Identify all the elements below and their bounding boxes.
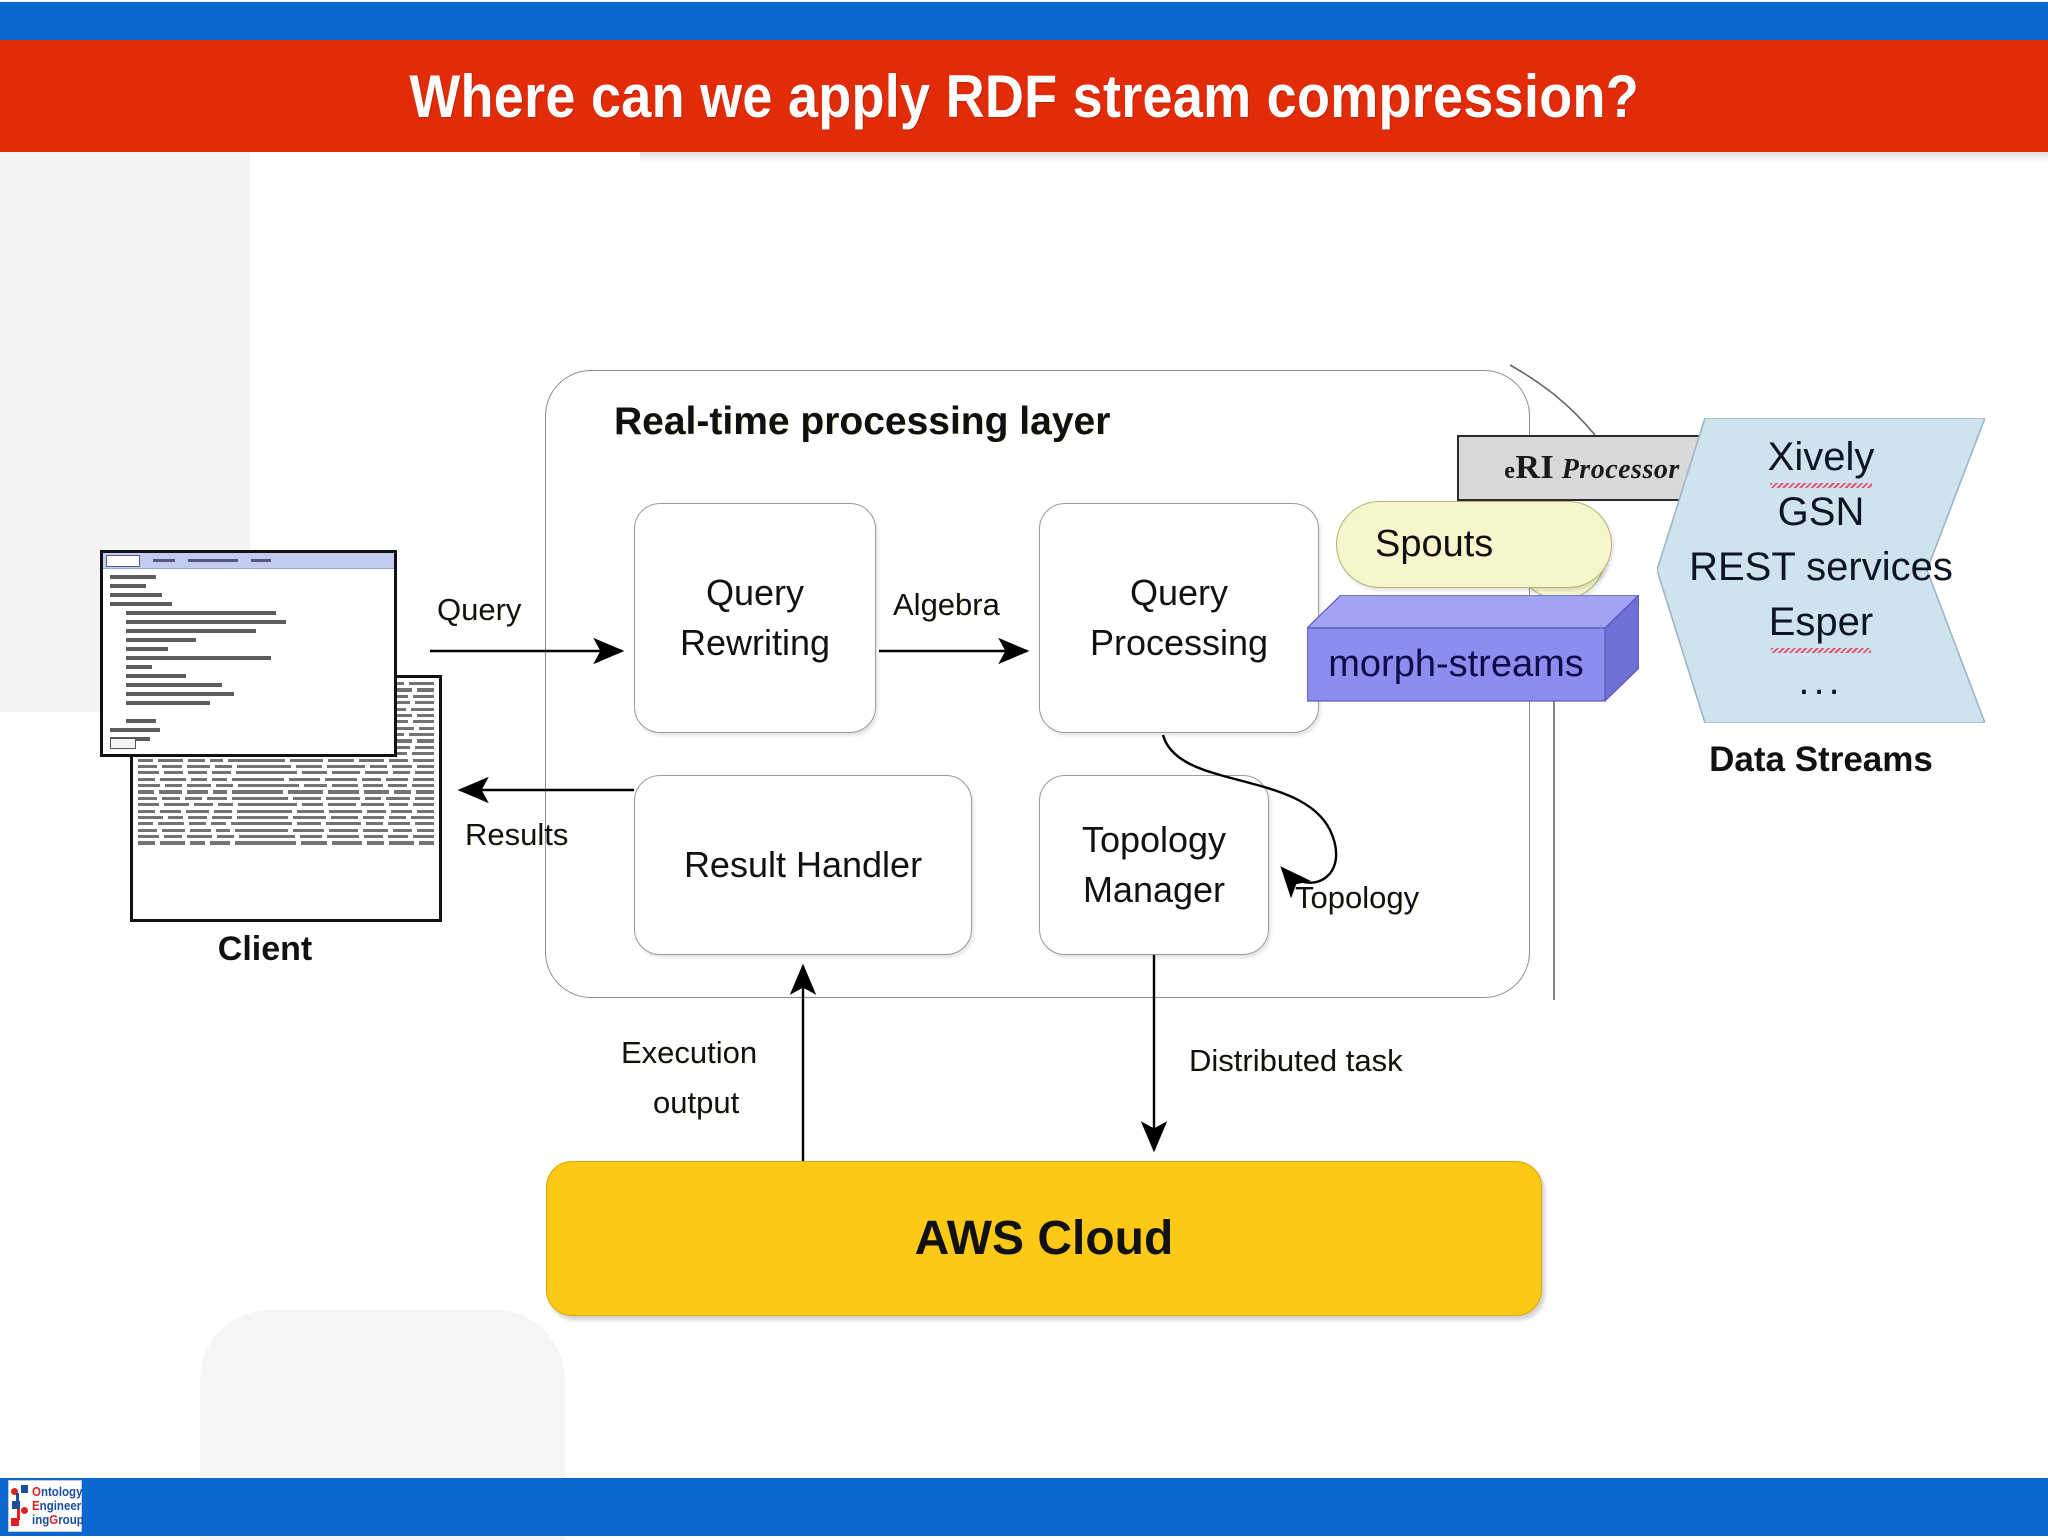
header-blue-band <box>0 2 2048 40</box>
aws-cloud-box[interactable]: AWS Cloud <box>546 1161 1542 1316</box>
data-streams-item-esper: Esper <box>1769 595 1873 653</box>
oeg-line2-cap: E <box>32 1499 40 1513</box>
result-handler-box[interactable]: Result Handler <box>634 775 972 955</box>
client-window-titlebar <box>103 553 394 569</box>
spouts-capsule[interactable]: Spouts <box>1336 501 1612 588</box>
data-streams-item-rest-services: REST services <box>1689 545 1953 589</box>
query-processing-line2: Processing <box>1089 622 1269 663</box>
oeg-line3-cap: G <box>49 1513 59 1527</box>
client-menu-item[interactable] <box>188 559 238 562</box>
oeg-line2-rest: ngineer <box>39 1499 82 1513</box>
data-streams-shape <box>1657 418 1985 723</box>
data-streams-chevron: Xively GSN REST services Esper ... <box>1657 418 1985 723</box>
oeg-line1-rest: ntology <box>40 1485 83 1499</box>
client-code-area <box>103 569 394 752</box>
eri-processor-word: Processor <box>1561 454 1680 485</box>
page-title: Where can we apply RDF stream compressio… <box>409 62 1639 130</box>
result-handler-label: Result Handler <box>683 844 923 885</box>
title-bar: Where can we apply RDF stream compressio… <box>0 40 2048 152</box>
real-time-processing-layer-title: Real-time processing layer <box>614 400 1111 443</box>
client-query-window <box>100 550 397 757</box>
oeg-logo-mark-icon <box>11 1485 29 1527</box>
query-rewriting-line2: Rewriting <box>679 622 831 663</box>
morph-streams-3d-shape <box>1305 593 1641 703</box>
eri-r: R <box>1515 449 1541 486</box>
query-processing-line1: Query <box>1129 572 1229 613</box>
client-menu-item[interactable] <box>251 559 271 562</box>
spouts-label: Spouts <box>1375 523 1494 565</box>
client-app-icon <box>106 554 140 567</box>
data-streams-ellipsis: ... <box>1798 659 1844 703</box>
client-run-button[interactable] <box>110 738 136 749</box>
data-streams-label: Data Streams <box>1709 740 1933 779</box>
title-bar-shadow <box>640 152 2048 162</box>
edge-label-execution-output-line1: Execution <box>621 1035 758 1070</box>
edge-label-algebra: Algebra <box>893 587 1000 622</box>
topology-manager-line1: Topology <box>1081 819 1227 860</box>
morph-streams-box[interactable]: morph-streams <box>1305 593 1641 715</box>
eri-e: e <box>1504 458 1516 484</box>
edge-label-topology: Topology <box>1295 880 1420 915</box>
oeg-logo-text: Ontology Engineer ingGroup <box>32 1485 84 1527</box>
oeg-line3-rest: roup <box>58 1513 84 1527</box>
aws-cloud-label: AWS Cloud <box>914 1212 1174 1265</box>
eri-i: I <box>1540 449 1555 486</box>
edge-label-query: Query <box>437 592 522 627</box>
topology-manager-line2: Manager <box>1082 869 1226 910</box>
client-label: Client <box>217 930 313 968</box>
data-streams-item-gsn: GSN <box>1777 490 1865 534</box>
client-menu-item[interactable] <box>153 559 175 562</box>
topology-manager-box[interactable]: Topology Manager <box>1039 775 1269 955</box>
oeg-line3-pre: ing <box>32 1513 50 1527</box>
query-rewriting-line1: Query <box>705 572 805 613</box>
morph-streams-label: morph-streams <box>1328 643 1584 685</box>
data-streams-items: Xively GSN REST services Esper ... <box>1657 418 1985 723</box>
edge-label-results: Results <box>465 817 569 852</box>
background-decoration-top-secondary <box>0 152 190 512</box>
edge-label-distributed-task: Distributed task <box>1189 1043 1403 1078</box>
query-processing-box[interactable]: Query Processing <box>1039 503 1319 733</box>
data-streams-item-xively: Xively <box>1768 430 1874 488</box>
footer-blue-band <box>0 1478 2048 1536</box>
edge-label-execution-output-line2: output <box>653 1085 740 1120</box>
ontology-engineering-group-logo: Ontology Engineer ingGroup <box>8 1480 84 1532</box>
eri-processor-label: eRI Processor <box>1504 449 1680 487</box>
oeg-line1-cap: O <box>32 1485 41 1499</box>
query-rewriting-box[interactable]: Query Rewriting <box>634 503 876 733</box>
